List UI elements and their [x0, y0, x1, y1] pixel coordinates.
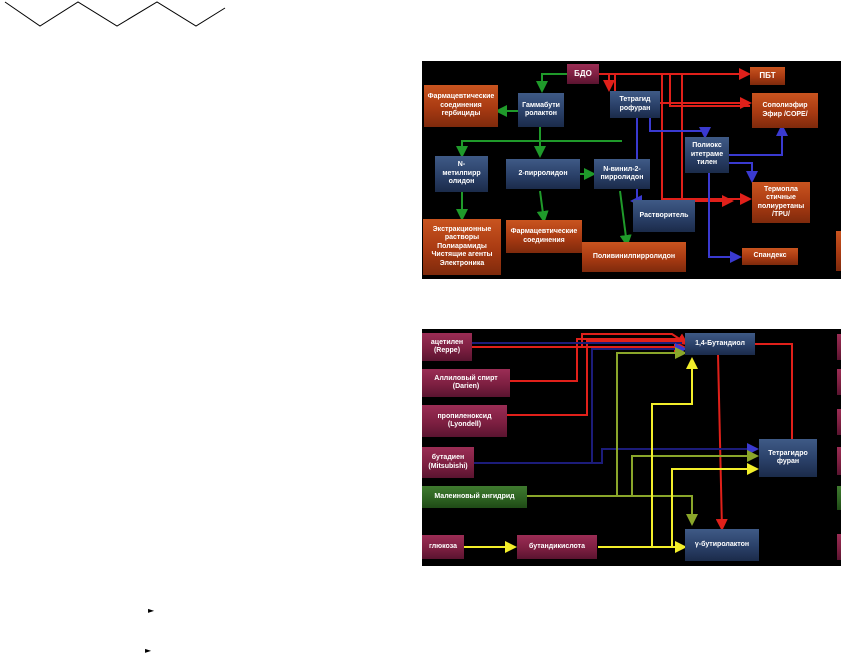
bdo-production-routes-diagram: ацетилен (Reppe) Аллиловый спирт (Darien…	[422, 329, 841, 566]
diagram2-arrows	[464, 333, 798, 553]
node-edge-partial-1	[837, 334, 841, 360]
bdo-applications-diagram: БДО ПБТ Фармацевтические соединения герб…	[422, 61, 841, 279]
node-glucose: глюкоза	[422, 535, 464, 559]
node-spandex: Спандекс	[742, 248, 798, 265]
node-pbt: ПБТ	[750, 67, 785, 85]
node-gamma-butyrolactone: γ-бутиролактон	[685, 529, 759, 561]
node-allyl-alcohol: Аллиловый спирт (Darien)	[422, 369, 510, 397]
node-polyoxytetramethylene: Полиокс итетраме тилен	[685, 137, 729, 173]
node-pharma-herbicides: Фармацевтические соединения гербициды	[424, 85, 498, 127]
node-edge-partial-2	[837, 369, 841, 395]
node-2-pyrrolidone: 2-пирролидон	[506, 159, 580, 189]
node-nvp: N-винил-2- пирролидон	[594, 159, 650, 189]
node-acetylene: ацетилен (Reppe)	[422, 333, 472, 361]
node-edge-partial-6	[837, 534, 841, 560]
node-copolyester: Сополиэфир Эфир /COPE/	[752, 93, 818, 128]
node-gbl: Гаммабути ролактон	[518, 93, 564, 127]
node-maleic-anhydride: Малеиновый ангидрид	[422, 486, 527, 508]
node-edge-partial	[836, 231, 841, 271]
node-bdo: БДО	[567, 64, 599, 84]
node-edge-partial-4	[837, 447, 841, 475]
node-butanediol: 1,4-Бутандиол	[685, 333, 755, 355]
node-pharma-compounds: Фармацевтические соединения	[506, 220, 582, 253]
node-pvp: Поливинилпирролидон	[582, 242, 686, 272]
bullet-marker-1: ►	[148, 606, 155, 615]
node-extraction-solutions: Экстракционные растворы Полиарамиды Чист…	[423, 219, 501, 275]
node-butadiene: бутадиен (Mitsubishi)	[422, 447, 474, 478]
node-edge-partial-5	[837, 486, 841, 510]
node-propylene-oxide: пропиленоксид (Lyondell)	[422, 405, 507, 437]
node-thf: Тетрагидро фуран	[759, 439, 817, 477]
node-solvent: Растворитель	[633, 200, 695, 232]
node-edge-partial-3	[837, 409, 841, 435]
node-thf: Тетрагид рофуран	[610, 91, 660, 118]
node-nmp: N- метилпирр олидон	[435, 156, 488, 192]
bullet-marker-2: ►	[145, 646, 152, 655]
node-succinic-acid: бутандикислота	[517, 535, 597, 559]
node-tpu: Термопла стичные полиуретаны /TPU/	[752, 182, 810, 223]
